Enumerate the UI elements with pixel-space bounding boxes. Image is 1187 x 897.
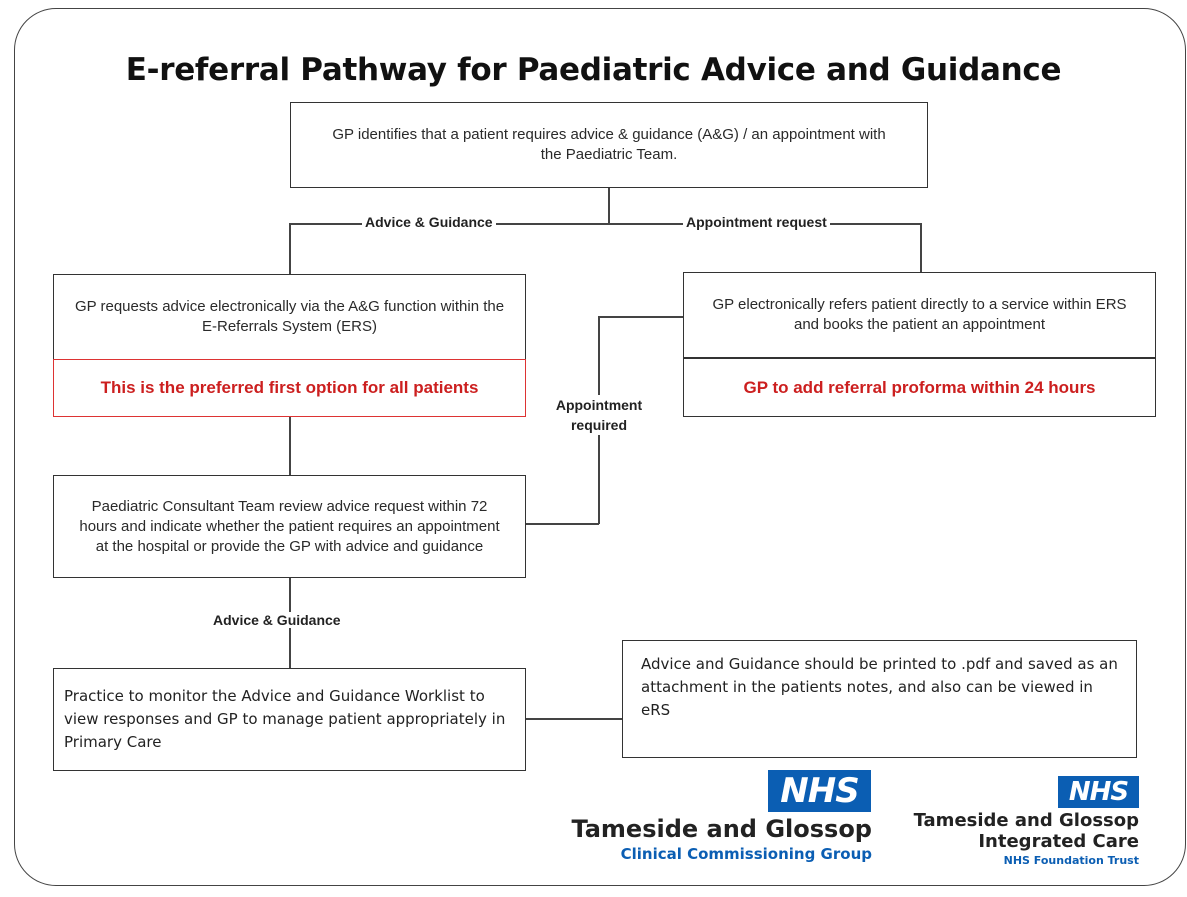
connector-appointment-required-bottom bbox=[526, 523, 599, 525]
box-gp-identifies-text: GP identifies that a patient requires ad… bbox=[332, 126, 886, 163]
box-gp-proforma: GP to add referral proforma within 24 ho… bbox=[683, 358, 1156, 417]
trust-name-line2: Integrated Care bbox=[978, 831, 1139, 852]
label-advice-guidance-top: Advice & Guidance bbox=[362, 214, 496, 230]
label-advice-guidance-bottom: Advice & Guidance bbox=[210, 612, 344, 628]
connector-practice-to-note bbox=[526, 718, 622, 720]
connector-top-horizontal bbox=[289, 223, 921, 225]
box-gp-refers: GP electronically refers patient directl… bbox=[683, 272, 1156, 358]
box-gp-identifies: GP identifies that a patient requires ad… bbox=[290, 102, 928, 188]
box-pdf-note: Advice and Guidance should be printed to… bbox=[622, 640, 1137, 758]
box-practice-monitor-text: Practice to monitor the Advice and Guida… bbox=[64, 687, 506, 751]
preferred-option-text: This is the preferred first option for a… bbox=[100, 378, 479, 397]
label-appointment-request: Appointment request bbox=[683, 214, 830, 230]
box-consultant-review-text: Paediatric Consultant Team review advice… bbox=[79, 497, 500, 555]
box-gp-requests: GP requests advice electronically via th… bbox=[53, 274, 526, 360]
trust-name-line1: Tameside and Glossop bbox=[913, 810, 1139, 831]
slide-frame bbox=[14, 8, 1186, 886]
connector-left-down bbox=[289, 223, 291, 274]
label-appointment-required: Appointment required bbox=[540, 395, 658, 435]
page-title: E-referral Pathway for Paediatric Advice… bbox=[125, 52, 1062, 88]
connector-appointment-required-top bbox=[598, 316, 683, 318]
nhs-logo-trust: NHS bbox=[1058, 776, 1139, 808]
box-gp-requests-text: GP requests advice electronically via th… bbox=[74, 298, 505, 335]
trust-subtitle: NHS Foundation Trust bbox=[1003, 854, 1139, 867]
ccg-name: Tameside and Glossop bbox=[571, 815, 872, 843]
box-practice-monitor: Practice to monitor the Advice and Guida… bbox=[53, 668, 526, 771]
box-gp-refers-text: GP electronically refers patient directl… bbox=[712, 296, 1127, 333]
nhs-logo-ccg: NHS bbox=[768, 770, 871, 812]
box-preferred-option: This is the preferred first option for a… bbox=[53, 359, 526, 417]
connector-preferred-to-review bbox=[289, 417, 291, 475]
gp-proforma-text: GP to add referral proforma within 24 ho… bbox=[743, 377, 1096, 397]
box-consultant-review: Paediatric Consultant Team review advice… bbox=[53, 475, 526, 578]
ccg-subtitle: Clinical Commissioning Group bbox=[620, 845, 872, 863]
connector-top-vertical bbox=[608, 187, 610, 223]
connector-right-down bbox=[920, 223, 922, 272]
box-pdf-note-text: Advice and Guidance should be printed to… bbox=[641, 655, 1118, 719]
